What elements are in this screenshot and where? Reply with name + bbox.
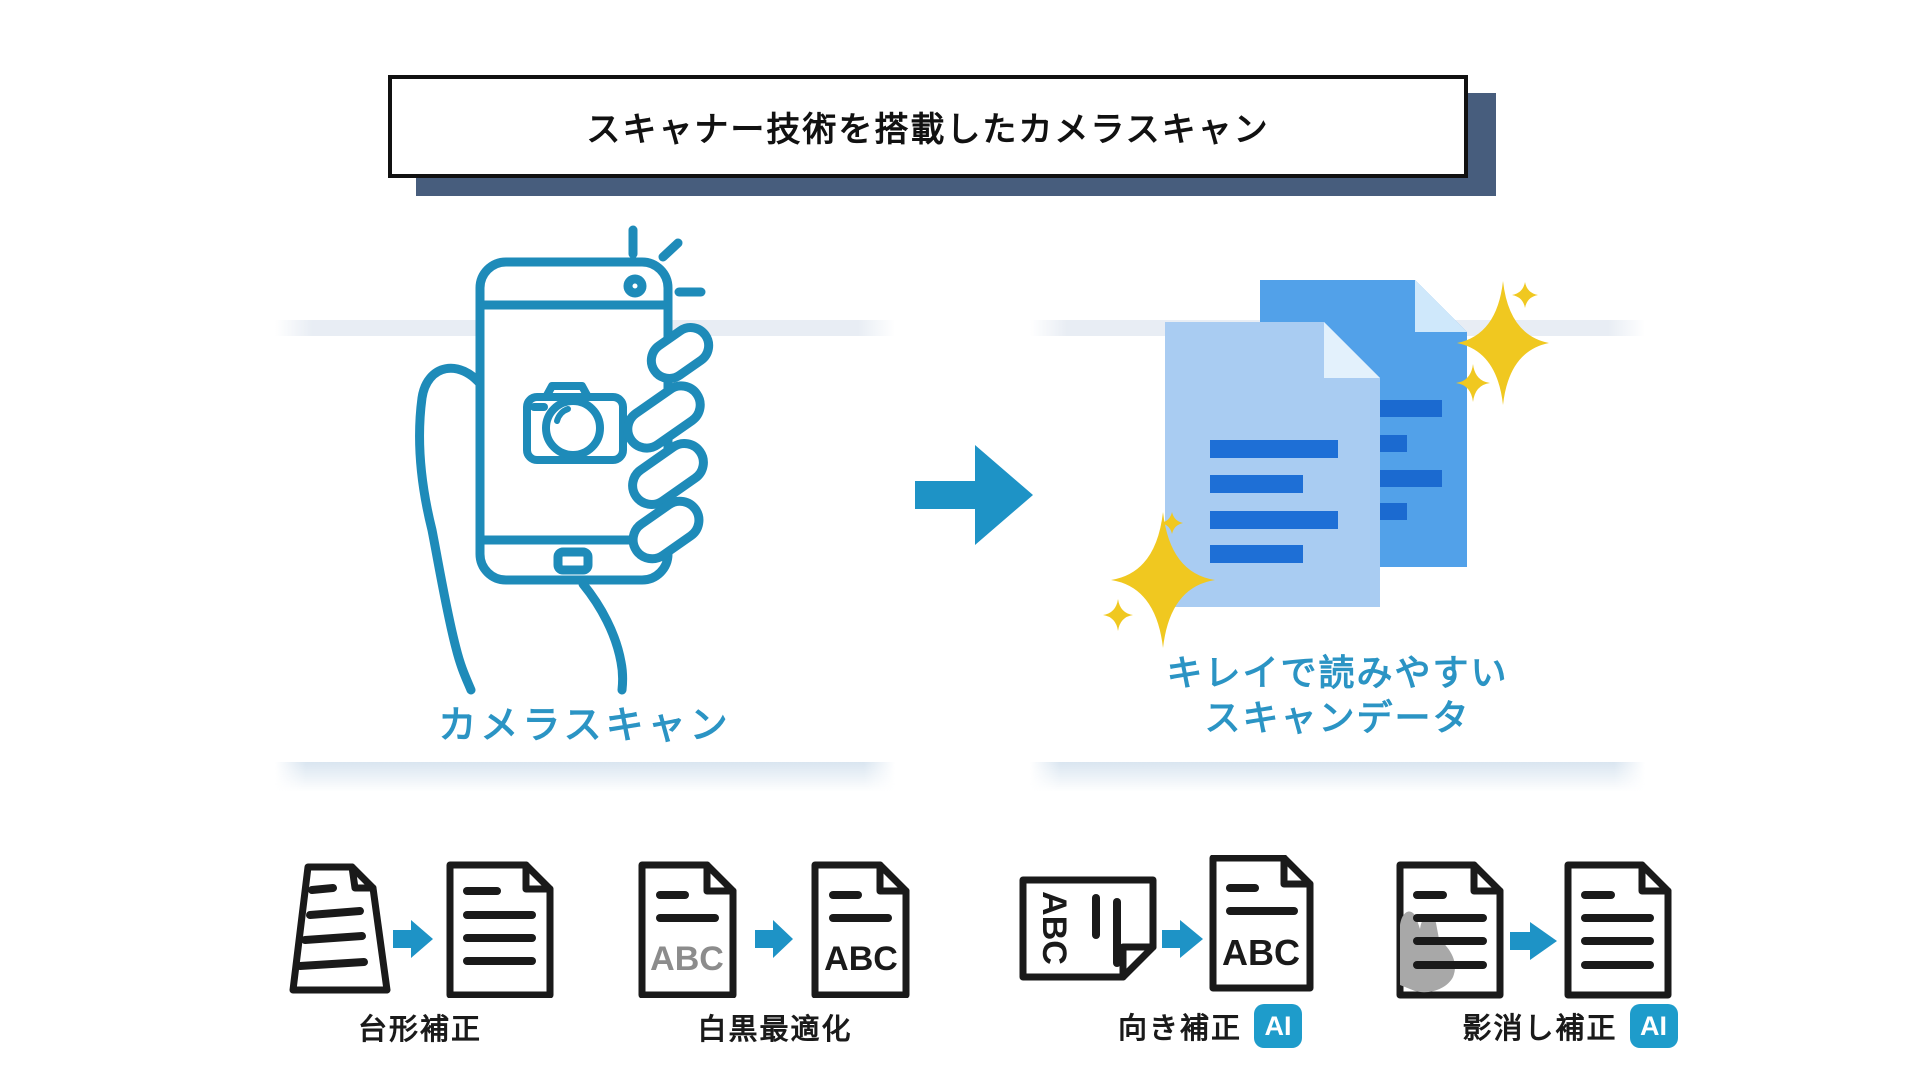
phone-home-button (553, 547, 593, 575)
feature-label-shadow: 影消し補正 (1462, 1013, 1618, 1045)
shadow-removal-icon (1396, 861, 1672, 999)
small-arrow-right-icon (755, 920, 793, 958)
small-arrow-right-icon (1510, 922, 1557, 960)
orientation-correction-icon: ABC ABC (1019, 855, 1314, 992)
feature-label-bw: 白黒最適化 (697, 1014, 853, 1046)
feature-label-row-shadow: 影消し補正 AI (1420, 1000, 1720, 1052)
abc-black-text: ABC (824, 940, 898, 978)
ai-badge: AI (1629, 1004, 1678, 1048)
title-banner: スキャナー技術を搭載したカメラスキャン (388, 75, 1468, 178)
camera-scan-label: カメラスキャン (438, 705, 732, 747)
scan-result-label-line1: キレイで読みやすい (1166, 652, 1509, 693)
bw-optimization-icon: ABC ABC (638, 861, 910, 998)
scan-result-label-line2: スキャンデータ (1204, 697, 1471, 738)
small-arrow-right-icon (1162, 920, 1203, 958)
abc-gray-text: ABC (650, 940, 724, 978)
sparkle-icon (1103, 599, 1133, 631)
clean-documents-icon (1103, 280, 1549, 648)
sparkle-icon (1161, 512, 1183, 534)
sparkle-icon (1512, 282, 1538, 308)
background-band (275, 762, 895, 792)
hand-palm-outline (415, 363, 487, 695)
sparkle-icon (1457, 281, 1549, 405)
feature-label-row-orientation: 向き補正 AI (1060, 1000, 1360, 1052)
scan-result-label: キレイで読みやすい スキャンデータ (1030, 650, 1645, 740)
phone-front-camera-dot (623, 274, 647, 298)
page-title: スキャナー技術を搭載したカメラスキャン (586, 111, 1270, 149)
hand-shadow-shape (1400, 911, 1456, 993)
small-arrow-right-icon (393, 920, 433, 958)
hand-wrist-outline (578, 579, 628, 695)
document-front (1165, 322, 1380, 607)
abc-rotated-text: ABC (1035, 891, 1073, 965)
ai-badge: AI (1254, 1004, 1302, 1048)
sparkle-icon (1111, 512, 1215, 648)
sparkle-icon (1456, 364, 1490, 402)
hand-fingers (623, 323, 714, 564)
arrow-right-icon (915, 445, 1033, 545)
flash-marks-icon (628, 225, 706, 297)
abc-black-text: ABC (1222, 932, 1300, 973)
feature-label-orientation: 向き補正 (1117, 1013, 1242, 1045)
camera-icon (523, 382, 627, 464)
hand-holding-phone-icon (415, 225, 714, 695)
background-band (1030, 762, 1645, 792)
keystone-correction-icon (289, 861, 554, 998)
feature-label-keystone: 台形補正 (357, 1014, 482, 1046)
